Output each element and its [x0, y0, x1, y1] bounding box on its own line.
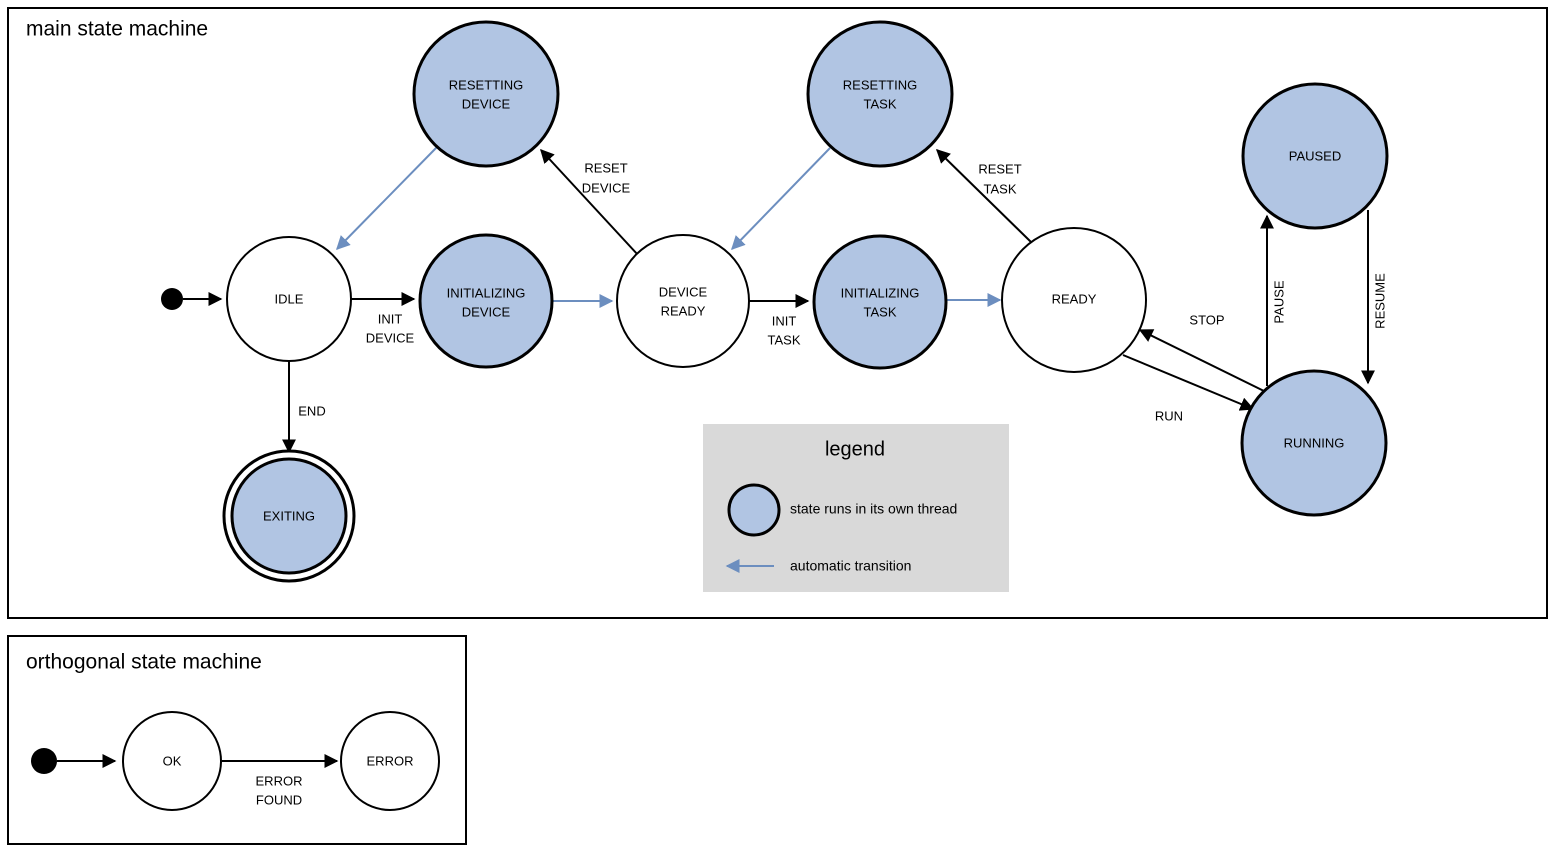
state-paused[interactable]: PAUSED — [1241, 82, 1389, 230]
state-resetting-task-circle[interactable] — [806, 20, 954, 168]
edge-label-init-device-line2: DEVICE — [366, 330, 415, 345]
state-running-label: RUNNING — [1284, 435, 1345, 450]
state-ok[interactable]: OK — [122, 711, 222, 811]
edge-deviceready-resetdevice — [540, 148, 639, 256]
state-device-ready-circle[interactable] — [616, 234, 750, 368]
state-initializing-task[interactable]: INITIALIZING TASK — [812, 234, 948, 370]
state-resetting-device-label-line1: RESETTING — [449, 77, 523, 92]
legend: legend state runs in its own thread auto… — [703, 424, 1009, 592]
main-frame-title: main state machine — [26, 18, 208, 41]
edge-label-reset-task-line2: TASK — [984, 181, 1017, 196]
state-initializing-device[interactable]: INITIALIZING DEVICE — [418, 233, 554, 369]
orthogonal-frame-title: orthogonal state machine — [26, 651, 262, 674]
transition-ok-to-error: ERROR FOUND — [222, 754, 339, 807]
transition-resetting-task-to-device-ready — [731, 147, 831, 251]
edge-label-reset-device-line2: DEVICE — [582, 180, 631, 195]
transition-start-to-ok — [31, 748, 117, 774]
transition-running-to-paused: PAUSE — [1260, 214, 1286, 386]
legend-item-0-text: state runs in its own thread — [790, 501, 957, 517]
transition-device-ready-to-resetting-device: RESET DEVICE — [540, 148, 639, 256]
state-idle[interactable]: IDLE — [226, 236, 352, 362]
edge-label-reset-device-line1: RESET — [584, 160, 627, 175]
state-paused-circle[interactable] — [1241, 82, 1389, 230]
start-state-dot — [161, 288, 183, 310]
state-exiting-label: EXITING — [263, 508, 315, 523]
transition-start-to-idle — [161, 288, 223, 310]
edge-label-run: RUN — [1155, 408, 1183, 423]
edge-label-error-found-line1: ERROR — [256, 773, 303, 788]
edge-label-end: END — [298, 403, 325, 418]
state-device-ready-label-line1: DEVICE — [659, 284, 708, 299]
edge-label-stop: STOP — [1189, 312, 1224, 327]
state-initializing-device-label-line2: DEVICE — [462, 304, 511, 319]
state-error-label: ERROR — [367, 753, 414, 768]
state-idle-circle[interactable] — [226, 236, 352, 362]
state-paused-label: PAUSED — [1289, 148, 1342, 163]
edge-label-resume: RESUME — [1372, 273, 1387, 329]
edge-ready-resettask — [935, 149, 1032, 243]
transition-resetting-device-to-idle — [336, 146, 438, 250]
state-error[interactable]: ERROR — [340, 711, 440, 811]
state-resetting-device-label-line2: DEVICE — [462, 96, 511, 111]
state-resetting-device[interactable]: RESETTING DEVICE — [412, 20, 560, 168]
state-initializing-task-circle[interactable] — [812, 234, 948, 370]
transition-paused-to-running: RESUME — [1361, 210, 1387, 385]
legend-title: legend — [825, 438, 885, 460]
state-initializing-task-label-line2: TASK — [864, 304, 897, 319]
state-idle-label: IDLE — [275, 291, 304, 306]
edge-label-init-task-line2: TASK — [768, 332, 801, 347]
state-initializing-device-circle[interactable] — [418, 233, 554, 369]
edge-resettask-deviceready — [731, 147, 831, 251]
state-ok-circle[interactable] — [122, 711, 222, 811]
state-exiting[interactable]: EXITING — [222, 449, 356, 583]
edge-label-init-task-line1: INIT — [772, 313, 797, 328]
transition-idle-to-exiting: END — [282, 361, 326, 454]
edge-label-init-device-line1: INIT — [378, 311, 403, 326]
state-exiting-circle[interactable] — [230, 457, 348, 575]
transition-idle-to-initializing-device: INIT DEVICE — [351, 292, 416, 345]
state-ok-label: OK — [163, 753, 182, 768]
state-running[interactable]: RUNNING — [1240, 369, 1388, 517]
edge-label-reset-task-line1: RESET — [978, 161, 1021, 176]
legend-thread-state-icon — [727, 483, 781, 537]
state-device-ready-label-line2: READY — [661, 303, 706, 318]
orthogonal-start-state-dot — [31, 748, 57, 774]
state-ready-circle[interactable] — [1001, 227, 1147, 373]
state-resetting-device-circle[interactable] — [412, 20, 560, 168]
state-initializing-task-label-line1: INITIALIZING — [841, 285, 920, 300]
state-running-circle[interactable] — [1240, 369, 1388, 517]
transition-ready-to-resetting-task: RESET TASK — [935, 149, 1032, 243]
edge-running-ready — [1138, 329, 1267, 393]
transition-running-to-ready: STOP — [1138, 312, 1267, 393]
legend-item-1-text: automatic transition — [790, 558, 911, 574]
transition-ready-to-running: RUN — [1122, 354, 1255, 423]
state-resetting-task-label-line2: TASK — [864, 96, 897, 111]
edge-label-error-found-line2: FOUND — [256, 792, 302, 807]
state-initializing-device-label-line1: INITIALIZING — [447, 285, 526, 300]
edge-ready-running — [1122, 354, 1255, 411]
edge-label-pause: PAUSE — [1271, 280, 1286, 323]
state-resetting-task-label-line1: RESETTING — [843, 77, 917, 92]
transition-device-ready-to-initializing-task: INIT TASK — [749, 294, 810, 347]
state-error-circle[interactable] — [340, 711, 440, 811]
state-resetting-task[interactable]: RESETTING TASK — [806, 20, 954, 168]
edge-resetdevice-idle — [336, 146, 438, 250]
state-device-ready[interactable]: DEVICE READY — [616, 234, 750, 368]
state-ready-label: READY — [1052, 291, 1097, 306]
state-ready[interactable]: READY — [1001, 227, 1147, 373]
